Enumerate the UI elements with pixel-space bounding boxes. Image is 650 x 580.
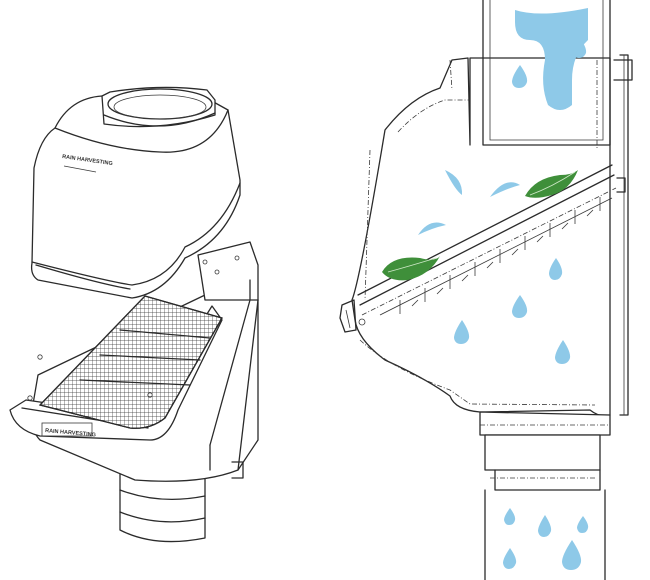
water-splash — [445, 170, 463, 195]
leaf — [525, 170, 578, 198]
water-drop — [555, 340, 571, 364]
water-drop — [504, 508, 516, 525]
exploded-view: RAIN HARVESTING RAIN HARVESTING — [9, 86, 259, 543]
water-drop — [538, 515, 552, 537]
water-drop — [512, 295, 528, 318]
water-splash — [490, 182, 520, 197]
screen-ribs — [399, 197, 601, 314]
cross-section-view — [339, 0, 633, 580]
rain-head-body: RAIN HARVESTING — [9, 241, 259, 543]
leaf — [382, 256, 440, 281]
water-splash — [418, 222, 446, 235]
water-drop — [503, 548, 517, 569]
water-drop — [512, 65, 528, 88]
water-drop — [577, 516, 589, 533]
rain-head-lid: RAIN HARVESTING — [30, 86, 241, 299]
body-brand-text: RAIN HARVESTING — [45, 428, 96, 438]
water-drop — [549, 258, 563, 280]
water-drop — [573, 38, 587, 58]
water-stream — [515, 8, 588, 110]
water-drop — [454, 320, 470, 344]
water-drop — [562, 540, 582, 570]
water-elements — [418, 8, 589, 570]
